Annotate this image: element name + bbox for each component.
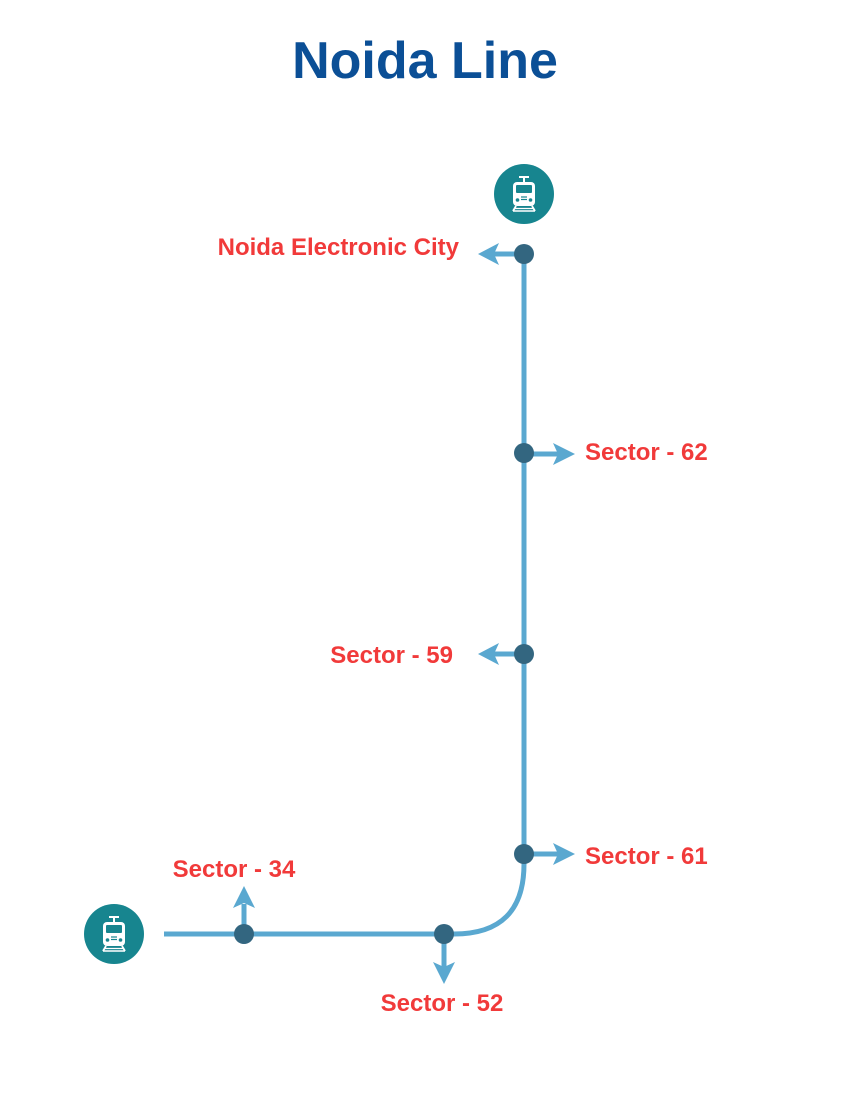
track-line — [164, 254, 527, 937]
station-node[interactable] — [514, 644, 534, 664]
station-label-noida-electronic-city[interactable]: Noida Electronic City — [218, 234, 460, 261]
terminal-west[interactable] — [84, 904, 144, 964]
page-title: Noida Line — [292, 32, 558, 90]
arrow-left-icon — [478, 243, 516, 265]
station-label-sector-34[interactable]: Sector - 34 — [173, 856, 296, 883]
train-icon — [512, 176, 536, 212]
terminal-north[interactable] — [494, 164, 554, 224]
station-node[interactable] — [514, 244, 534, 264]
train-icon — [102, 916, 126, 952]
arrow-down-icon — [433, 942, 455, 984]
arrow-right-icon — [532, 443, 575, 465]
station-labels: Noida Electronic City Sector - 62 Sector… — [173, 234, 708, 1017]
station-arrows — [233, 243, 575, 984]
station-nodes — [234, 244, 534, 944]
station-label-sector-62[interactable]: Sector - 62 — [585, 439, 708, 466]
station-node[interactable] — [514, 443, 534, 463]
track-path — [164, 254, 527, 937]
arrow-up-icon — [233, 886, 255, 926]
station-label-sector-52[interactable]: Sector - 52 — [381, 990, 504, 1017]
arrow-left-icon — [478, 643, 516, 665]
arrow-right-icon — [532, 843, 575, 865]
station-label-sector-61[interactable]: Sector - 61 — [585, 843, 708, 870]
station-node[interactable] — [234, 924, 254, 944]
station-node[interactable] — [514, 844, 534, 864]
station-node[interactable] — [434, 924, 454, 944]
station-label-sector-59[interactable]: Sector - 59 — [330, 642, 453, 669]
